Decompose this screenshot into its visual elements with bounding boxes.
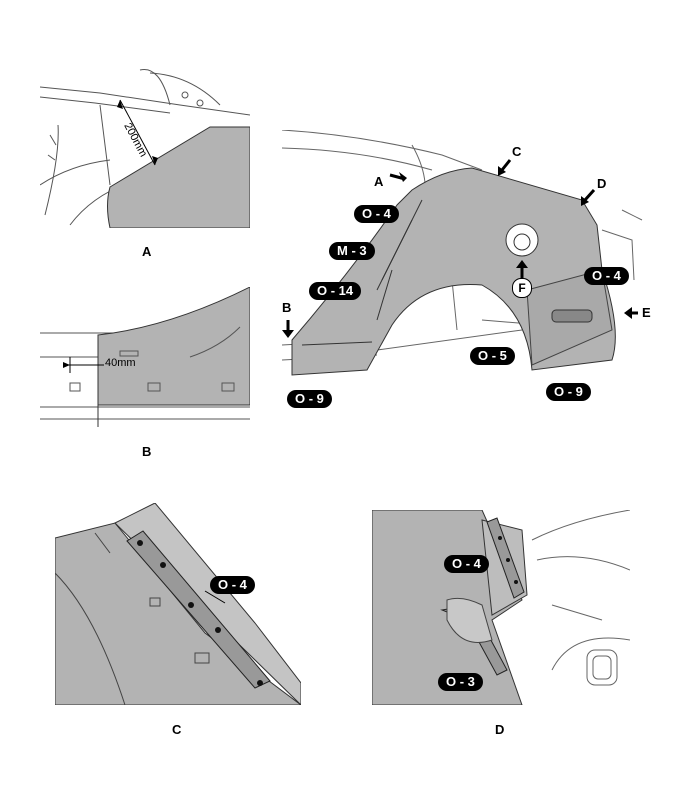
detail-view-d: O - 4 O - 3 [372, 510, 630, 705]
detail-view-c-drawing [55, 503, 301, 705]
detail-view-d-drawing [372, 510, 630, 705]
detail-view-a: 200mm [40, 65, 250, 228]
dimension-40mm: 40mm [105, 357, 136, 369]
marker-f: F [512, 278, 532, 298]
part-label-o14: O - 14 [309, 282, 362, 300]
detail-view-b-drawing [40, 287, 250, 427]
caption-view-a: A [142, 244, 152, 259]
marker-d: D [597, 176, 607, 191]
part-label-o4-right: O - 4 [584, 267, 629, 285]
detail-view-c: O - 4 [55, 503, 301, 705]
detail-view-a-drawing [40, 68, 250, 228]
caption-view-d: D [495, 722, 505, 737]
part-label-o9-left: O - 9 [287, 390, 332, 408]
part-label-d-o4: O - 4 [444, 555, 489, 573]
marker-e: E [642, 305, 651, 320]
marker-b: B [282, 300, 292, 315]
part-label-c-o4: O - 4 [210, 576, 255, 594]
caption-view-c: C [172, 722, 182, 737]
part-label-o4-left: O - 4 [354, 205, 399, 223]
caption-view-b: B [142, 444, 152, 459]
main-view: A C D B E F O - 4 M - 3 O - 14 O - 9 O -… [282, 130, 654, 415]
marker-c: C [512, 144, 522, 159]
main-view-drawing [282, 130, 643, 376]
part-label-m3: M - 3 [329, 242, 375, 260]
marker-a: A [374, 174, 384, 189]
detail-view-b: 40mm [40, 287, 250, 427]
part-label-o9-right: O - 9 [546, 383, 591, 401]
part-label-o5: O - 5 [470, 347, 515, 365]
part-label-d-o3: O - 3 [438, 673, 483, 691]
